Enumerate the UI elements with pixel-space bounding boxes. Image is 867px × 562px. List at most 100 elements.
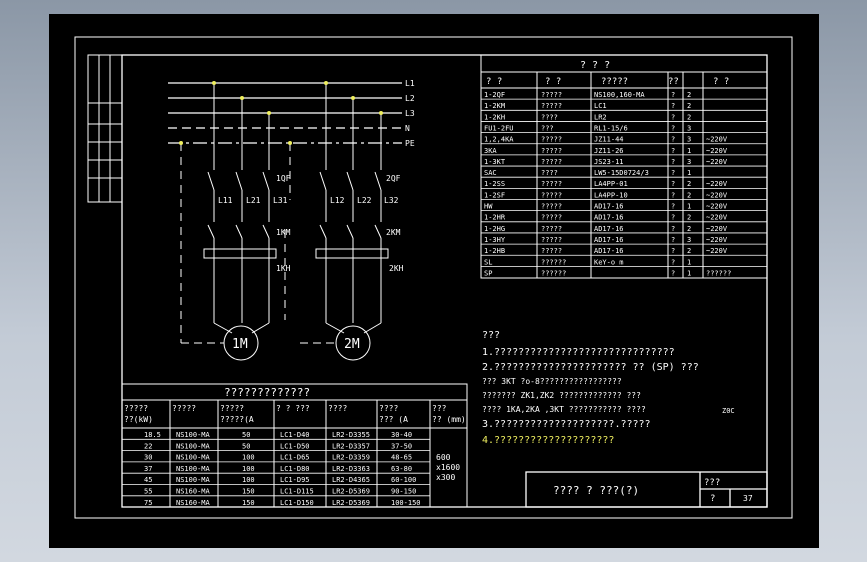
motor-cell: 37-50 xyxy=(391,442,412,450)
parts-cell: AD17-16 xyxy=(594,236,624,244)
parts-table-header: ? ? ? ? ????? ?? ? ? xyxy=(486,77,729,87)
motor-cell: LR2-D3355 xyxy=(332,431,370,439)
motor-cell: 100 xyxy=(242,476,255,484)
size-line: 600 xyxy=(436,453,451,462)
parts-cell: ? xyxy=(671,124,675,132)
parts-table-body: 1-2QF?????NS100,160-MA?21-2KM?????LC1?21… xyxy=(484,91,731,277)
motor-cell: LC1-D65 xyxy=(280,454,310,462)
parts-cell: RL1-15/6 xyxy=(594,124,628,132)
relay-label: 2KH xyxy=(389,264,404,273)
parts-cell: ? xyxy=(671,180,675,188)
parts-cell: 2 xyxy=(687,102,691,110)
parts-cell: ? xyxy=(671,113,675,121)
title-block xyxy=(525,471,768,508)
motor-cell: NS100-MA xyxy=(176,465,211,473)
motor-header-cell: ???? xyxy=(328,404,347,413)
parts-cell: JS23-11 xyxy=(594,158,624,166)
parts-cell: 1 xyxy=(687,169,691,177)
motor-cell: 55 xyxy=(144,488,152,496)
sheet-number: 37 xyxy=(743,494,753,503)
parts-cell: JZ11-26 xyxy=(594,147,624,155)
parts-cell: ?????? xyxy=(706,269,731,277)
parts-cell: SAC xyxy=(484,169,497,177)
margin-strip xyxy=(87,54,123,203)
parts-cell: 1 xyxy=(687,258,691,266)
relay-label: 1KH xyxy=(276,264,291,273)
size-line: x300 xyxy=(436,473,455,482)
parts-cell: 2 xyxy=(687,113,691,121)
parts-cell: ? xyxy=(671,258,675,266)
parts-cell: 1-2KH xyxy=(484,113,505,121)
motor-cell: NS100-MA xyxy=(176,431,211,439)
parts-cell: LA4PP-01 xyxy=(594,180,628,188)
motor-header-cell: ?? (mm) xyxy=(432,415,466,424)
parts-cell: ~220V xyxy=(706,236,728,244)
parts-cell: ~220V xyxy=(706,191,728,199)
parts-cell: JZ11-44 xyxy=(594,136,624,144)
motor-cell: LR2-D4365 xyxy=(332,476,370,484)
motor-cell: LR2-D3363 xyxy=(332,465,370,473)
phase-label: L11 xyxy=(218,196,233,205)
parts-cell: ? xyxy=(671,269,675,277)
note-line: 3.????????????????????.????? xyxy=(482,419,651,430)
motor-cell: 48-65 xyxy=(391,454,412,462)
note-overlap: Z0C xyxy=(722,407,735,415)
parts-cell: 3KA xyxy=(484,147,497,155)
motor-cell: 100-150 xyxy=(391,499,421,507)
parts-cell: 3 xyxy=(687,158,691,166)
motor-label: 1M xyxy=(232,337,248,352)
motor-cell: 30-40 xyxy=(391,431,412,439)
motor-header-cell: ??? xyxy=(432,404,447,413)
parts-cell: ?????? xyxy=(541,269,566,277)
motor-cell: LC1-D115 xyxy=(280,488,314,496)
parts-cell: ????? xyxy=(541,225,562,233)
phase-label: L32 xyxy=(384,196,399,205)
parts-cell: KeY-o m xyxy=(594,258,624,266)
parts-cell: ? xyxy=(671,236,675,244)
parts-cell: 1-2QF xyxy=(484,91,505,99)
parts-cell: 3 xyxy=(687,136,691,144)
parts-cell: 1 xyxy=(687,203,691,211)
parts-cell: LC1 xyxy=(594,102,607,110)
parts-cell: 1,2,4KA xyxy=(484,136,514,144)
motor-cell: 30 xyxy=(144,454,152,462)
motor-cell: 75 xyxy=(144,499,152,507)
motor1-labels: 1QF L11 L21 L31 1KM 1KH 1M xyxy=(218,174,291,352)
motor-cell: 22 xyxy=(144,442,152,450)
motor-header-cell: ??(kW) xyxy=(124,415,153,424)
motor-cell: LC1-D95 xyxy=(280,476,310,484)
parts-cell: ????? xyxy=(541,214,562,222)
parts-cell: ? xyxy=(671,225,675,233)
parts-cell: ? xyxy=(671,102,675,110)
parts-cell: AD17-16 xyxy=(594,225,624,233)
motor-table-title: ????????????? xyxy=(224,386,310,399)
parts-cell: ???? xyxy=(541,113,558,121)
motor-cell: 150 xyxy=(242,488,255,496)
motor-table-header: ???????(kW)???????????????(A? ? ????????… xyxy=(124,404,466,424)
motor-cell: 45 xyxy=(144,476,152,484)
motor2-circuit xyxy=(300,83,389,361)
breaker-label: 2QF xyxy=(386,174,401,183)
parts-cell: ~220V xyxy=(706,214,728,222)
parts-cell: ????? xyxy=(541,180,562,188)
parts-cell: 3 xyxy=(687,124,691,132)
motor-header-cell: ????? xyxy=(220,404,244,413)
parts-cell: ~220V xyxy=(706,158,728,166)
motor1-circuit xyxy=(180,83,291,361)
outer-border xyxy=(74,36,793,519)
parts-cell: ????? xyxy=(541,147,562,155)
motor-cell: 100 xyxy=(242,465,255,473)
motor-cell: 18.5 xyxy=(144,431,161,439)
motor-cell: 150 xyxy=(242,499,255,507)
parts-cell: ? xyxy=(671,203,675,211)
parts-cell: 2 xyxy=(687,91,691,99)
contactor-label: 1KM xyxy=(276,228,291,237)
drawing-canvas[interactable] xyxy=(49,14,819,548)
phase-label: L31 xyxy=(273,196,288,205)
parts-cell: 1-3KT xyxy=(484,158,506,166)
motor1-dots xyxy=(179,81,271,145)
note-line: ??????? ZK1,ZK2 ????????????? ??? xyxy=(482,391,641,400)
parts-table xyxy=(480,54,768,279)
